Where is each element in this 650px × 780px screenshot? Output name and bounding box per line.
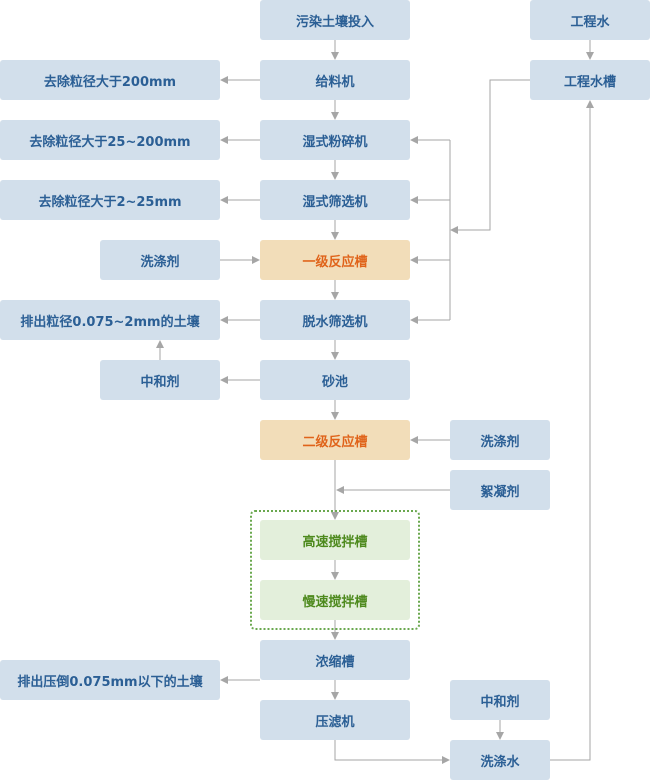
secondary-reactor: 二级反应槽 [260,420,410,460]
high-speed-mixer: 高速搅拌槽 [260,520,410,560]
wet-crusher: 湿式粉碎机 [260,120,410,160]
remove-2-25mm: 去除粒径大于2~25mm [0,180,220,220]
remove-25-200mm: 去除粒径大于25~200mm [0,120,220,160]
filter-press: 压滤机 [260,700,410,740]
thickener: 浓缩槽 [260,640,410,680]
sand-pit: 砂池 [260,360,410,400]
primary-reactor: 一级反应槽 [260,240,410,280]
discharge-soil-0075-2mm: 排出粒径0.075~2mm的土壤 [0,300,220,340]
wash-water: 洗涤水 [450,740,550,780]
feeder: 给料机 [260,60,410,100]
neutralizer-left: 中和剂 [100,360,220,400]
remove-over-200mm: 去除粒径大于200mm [0,60,220,100]
edge-filterpress-washwater [334,740,450,764]
mixing-tank-group [250,510,420,630]
detergent-left: 洗涤剂 [100,240,220,280]
contaminated-soil-input: 污染土壤投入 [260,0,410,40]
neutralizer-right: 中和剂 [450,680,550,720]
edge-washwater-tank [550,100,594,761]
wet-screen: 湿式筛选机 [260,180,410,220]
process-water-tank: 工程水槽 [530,60,650,100]
edge-tank-bus [450,79,530,234]
dewatering-screen: 脱水筛选机 [260,300,410,340]
process-water: 工程水 [530,0,650,40]
flocculant: 絮凝剂 [450,470,550,510]
discharge-soil-below-0075mm: 排出压倒0.075mm以下的土壤 [0,660,220,700]
low-speed-mixer: 慢速搅拌槽 [260,580,410,620]
detergent-right: 洗涤剂 [450,420,550,460]
